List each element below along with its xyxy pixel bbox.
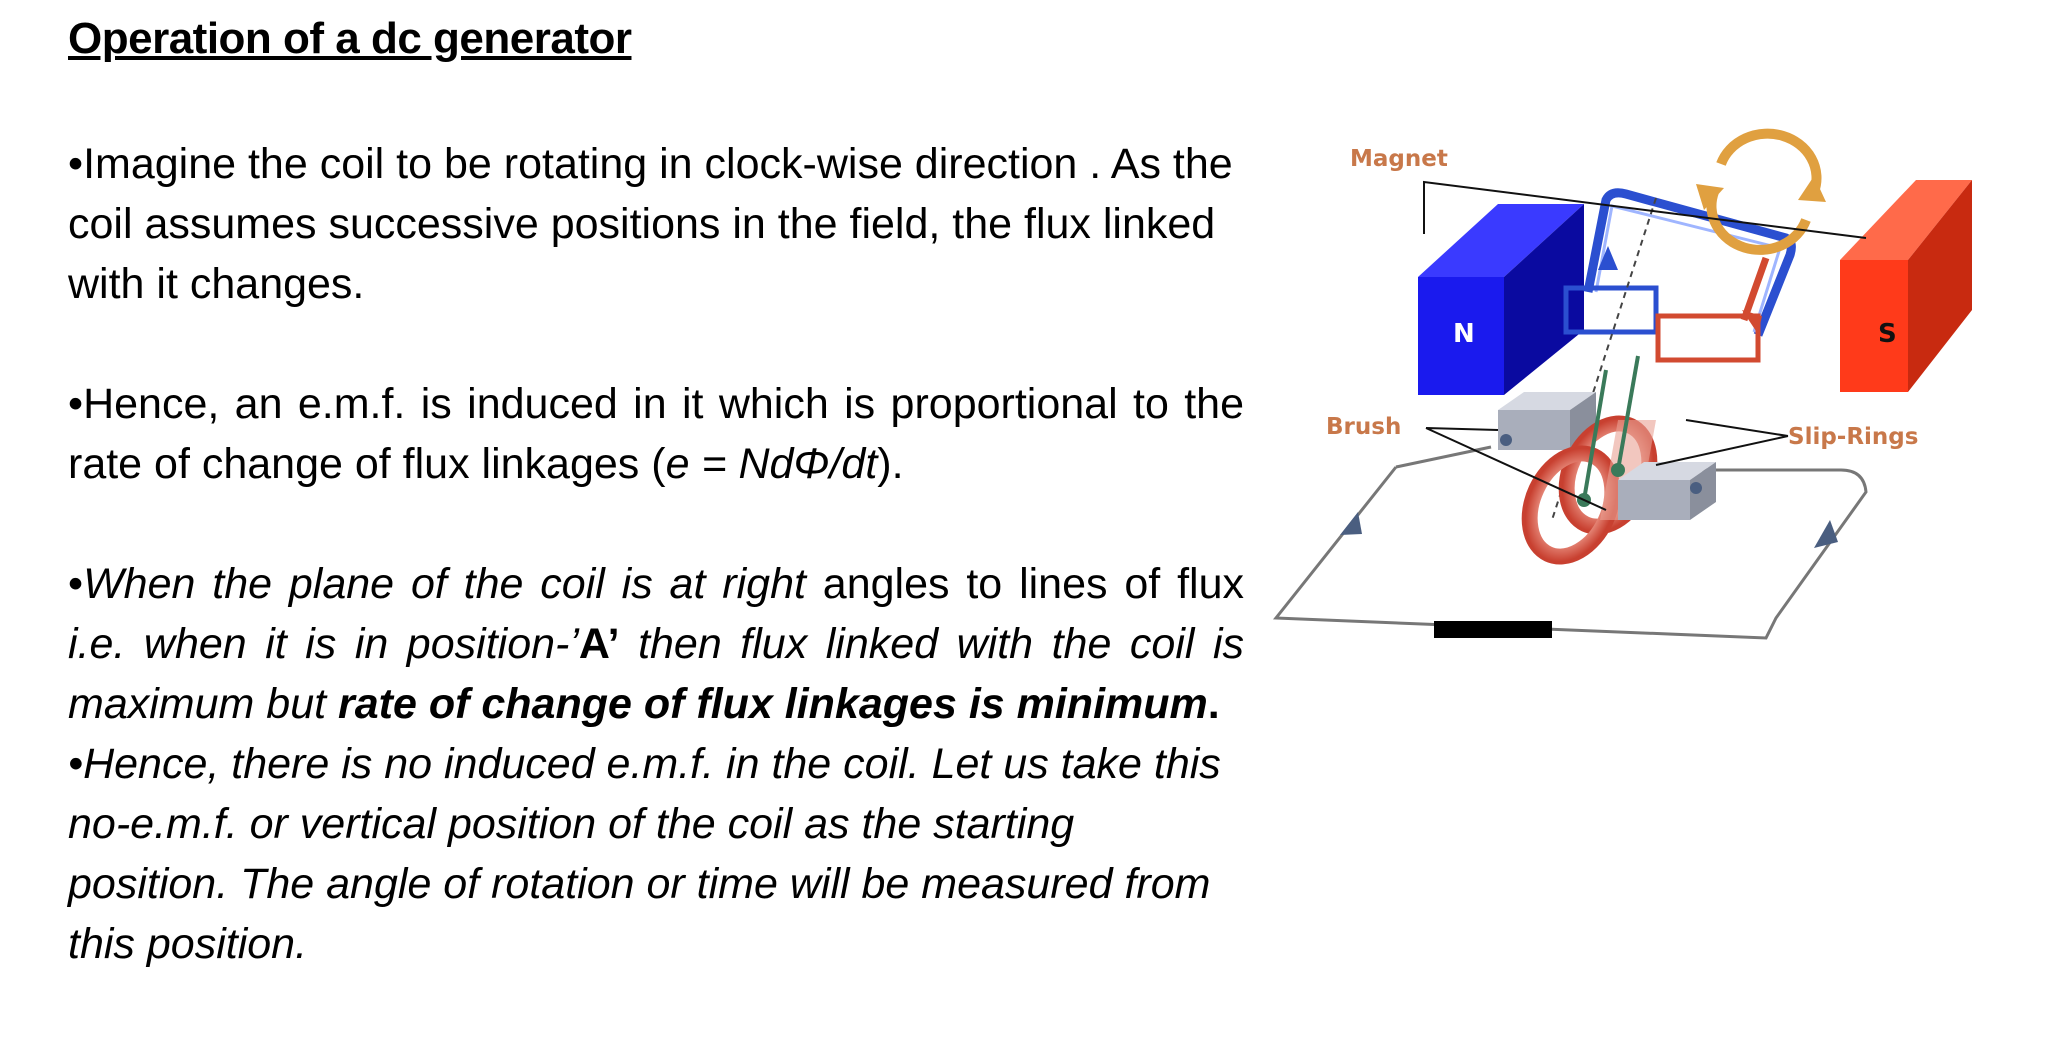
page-title: Operation of a dc generator: [68, 14, 632, 63]
paragraph-1: •Imagine the coil to be rotating in cloc…: [68, 134, 1244, 314]
paragraph-3-emphasis: rate of change of flux linkages is minim…: [338, 680, 1208, 728]
paragraph-3-part-a: When the plane of the coil is at right: [83, 560, 806, 608]
paragraph-2-text: Hence, an e.m.f. is induced in it which …: [68, 380, 1244, 488]
dc-generator-diagram: N S: [1272, 128, 1972, 640]
current-arrow-left-icon: [1340, 512, 1362, 535]
body-text: •Imagine the coil to be rotating in cloc…: [68, 134, 1244, 974]
magnet-leader: [1423, 180, 1867, 239]
bullet: •: [68, 740, 84, 788]
north-magnet: N: [1418, 204, 1584, 395]
position-a-label: A’: [578, 620, 620, 668]
bullet: •: [68, 140, 84, 188]
paragraph-3-part-c: i.e. when it is in position-’: [68, 620, 579, 668]
armature-coil: [1551, 188, 1796, 521]
bullet: •: [68, 560, 84, 608]
paragraph-2-end: ).: [877, 440, 904, 488]
rotation-arrow-icon: [1696, 128, 1826, 255]
load-bar: [1434, 621, 1552, 638]
brush-left: [1498, 392, 1596, 450]
south-magnet: S: [1840, 180, 1972, 392]
north-label: N: [1453, 319, 1475, 349]
paragraph-3-part-b: angles to lines of flux: [805, 560, 1244, 608]
south-label: S: [1878, 319, 1897, 349]
paragraph-4-text: Hence, there is no induced e.m.f. in the…: [68, 740, 1221, 968]
current-arrow-right-icon: [1814, 520, 1838, 548]
slip-rings-label: Slip-Rings: [1788, 424, 1918, 450]
brush-label: Brush: [1326, 414, 1401, 440]
bullet: •: [68, 380, 84, 428]
paragraph-4: •Hence, there is no induced e.m.f. in th…: [68, 734, 1244, 974]
magnet-label: Magnet: [1350, 146, 1448, 172]
paragraph-1-text: Imagine the coil to be rotating in clock…: [68, 140, 1233, 308]
paragraph-2: •Hence, an e.m.f. is induced in it which…: [68, 374, 1244, 494]
emf-formula: e = NdΦ/dt: [665, 440, 878, 488]
slip-rings-leader: [1655, 419, 1789, 466]
circuit-wire: [1272, 466, 1868, 640]
paragraph-3: •When the plane of the coil is at right …: [68, 554, 1244, 734]
paragraph-3-end: .: [1207, 680, 1220, 728]
paragraph-3-part-e: then flux linked with the coil is maximu…: [68, 620, 1245, 728]
brush-leader: [1425, 427, 1607, 511]
slip-rings: [1521, 355, 1658, 565]
brush-right: [1618, 462, 1716, 520]
